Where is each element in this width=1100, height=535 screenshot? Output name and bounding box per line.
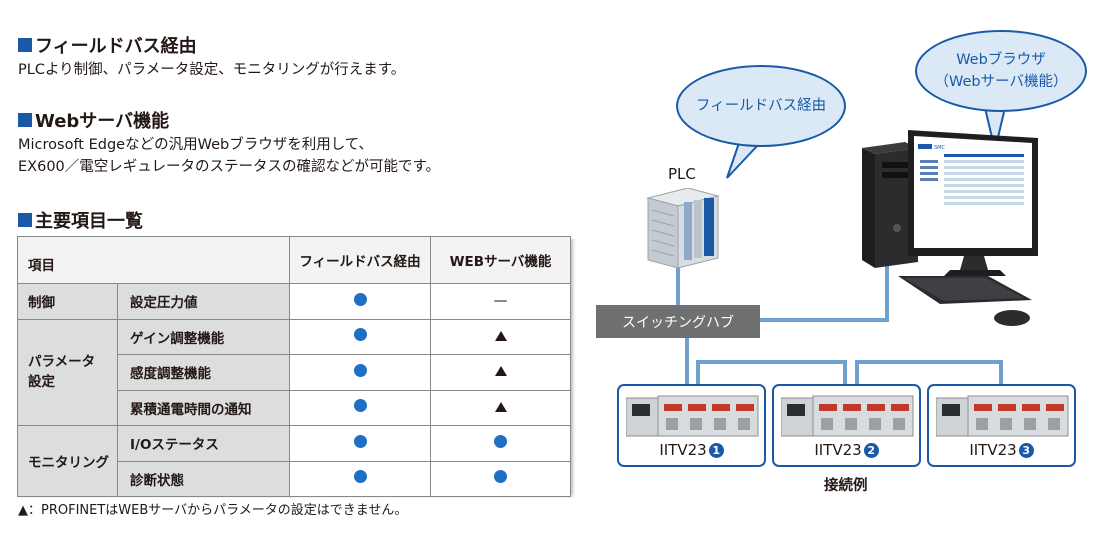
category-control: 制御: [17, 283, 118, 320]
pc-icon: SMC: [862, 130, 1038, 326]
table-row: パラメータ 設定 ゲイン調整機能: [17, 318, 571, 426]
fieldbus-description: PLCより制御、パラメータ設定、モニタリングが行えます。: [18, 62, 406, 78]
table-row: 感度調整機能: [18, 354, 571, 391]
web-mark: [430, 460, 571, 497]
circle-mark-icon: [353, 399, 367, 413]
web-mark: [430, 354, 571, 391]
row-label: ゲイン調整機能: [117, 318, 290, 355]
circle-mark-icon: [494, 470, 507, 484]
plc-label: PLC: [668, 165, 696, 183]
regulator-unit-icon: [936, 395, 1069, 437]
circle-mark-icon: [494, 434, 507, 448]
device-name: IITV23: [969, 441, 1017, 459]
square-bullet-icon: [18, 113, 32, 127]
bubble-browser-line2: （Webサーバ機能）: [934, 74, 1068, 90]
table-row: 制御 設定圧力値 —: [17, 283, 571, 320]
table-row: 診断状態: [18, 460, 571, 497]
triangle-mark-icon: [494, 401, 507, 412]
row-label: 診断状態: [117, 460, 290, 497]
footnote: ▲：PROFINETはWEBサーバからパラメータの設定はできません。: [18, 503, 408, 518]
fieldbus-mark: [289, 354, 431, 391]
device2-device3-line: [855, 360, 1003, 384]
items-table-wrapper: 項目 フィールドバス経由 WEBサーバ機能 制御 設定圧力値 — パラメータ 設…: [17, 236, 571, 497]
fieldbus-mark: [289, 283, 431, 320]
circle-mark-icon: [353, 434, 367, 448]
row-label: 感度調整機能: [117, 354, 290, 391]
regulator-unit-icon: [781, 395, 914, 437]
bubble-fieldbus: フィールドバス経由: [676, 65, 846, 147]
bubble-browser: Webブラウザ （Webサーバ機能）: [915, 30, 1087, 112]
webserver-description-line1: Microsoft Edgeなどの汎用Webブラウザを利用して、: [18, 137, 374, 153]
web-mark: [430, 389, 571, 426]
device-number-badge: 1: [708, 442, 724, 458]
circle-mark-icon: [353, 363, 367, 377]
header-web: WEBサーバ機能: [430, 236, 571, 284]
regulator-unit-icon: [626, 395, 759, 437]
device-name: IITV23: [659, 441, 707, 459]
switching-hub: スイッチングハブ: [596, 305, 760, 338]
section-title-text: Webサーバ機能: [35, 111, 170, 132]
triangle-mark-icon: [494, 330, 507, 341]
section-title-text: フィールドバス経由: [35, 36, 197, 57]
web-mark: —: [430, 283, 571, 320]
section-title-text: 主要項目一覧: [35, 211, 143, 232]
diagram-caption: 接続例: [824, 478, 868, 494]
dash-mark: —: [493, 293, 508, 310]
monitor-logo: SMC: [934, 145, 945, 151]
circle-mark-icon: [353, 328, 367, 342]
items-table: 項目 フィールドバス経由 WEBサーバ機能 制御 設定圧力値 — パラメータ 設…: [17, 236, 571, 497]
bubble-tail-fieldbus: [726, 139, 759, 179]
table-header-row: 項目 フィールドバス経由 WEBサーバ機能: [17, 236, 571, 284]
triangle-mark-icon: [494, 366, 507, 377]
hub-pc-line: [760, 262, 889, 322]
circle-mark-icon: [353, 292, 367, 306]
webserver-description-line2: EX600／電空レギュレータのステータスの確認などが可能です。: [18, 159, 441, 175]
category-parameter: パラメータ 設定: [17, 318, 118, 426]
header-item-cell: 項目: [17, 236, 290, 284]
device-name: IITV23: [814, 441, 862, 459]
circle-mark-icon: [353, 470, 367, 484]
row-label: 設定圧力値: [117, 283, 290, 320]
square-bullet-icon: [18, 213, 32, 227]
device-number-badge: 3: [1018, 442, 1034, 458]
bubble-browser-line1: Webブラウザ: [956, 52, 1046, 68]
section-title-items: 主要項目一覧: [18, 207, 143, 233]
square-bullet-icon: [18, 38, 32, 52]
section-title-fieldbus: フィールドバス経由: [18, 32, 197, 58]
fieldbus-mark: [289, 460, 431, 497]
device1-device2-line: [696, 360, 847, 384]
fieldbus-mark: [289, 318, 431, 355]
header-fieldbus: フィールドバス経由: [289, 236, 431, 284]
section-title-webserver: Webサーバ機能: [18, 107, 169, 133]
bubble-fieldbus-label: フィールドバス経由: [695, 98, 827, 114]
fieldbus-mark: [289, 389, 431, 426]
header-item-label: 項目: [28, 258, 55, 274]
row-label: 累積通電時間の通知: [117, 389, 290, 426]
device-number-badge: 2: [863, 442, 879, 458]
table-row: 累積通電時間の通知: [18, 389, 571, 426]
web-mark: [430, 318, 571, 355]
plc-icon: [646, 188, 720, 269]
category-monitoring: モニタリング: [17, 425, 118, 497]
web-mark: [430, 425, 571, 462]
row-label: I/Oステータス: [117, 425, 290, 462]
table-row: モニタリング I/Oステータス: [17, 425, 571, 497]
